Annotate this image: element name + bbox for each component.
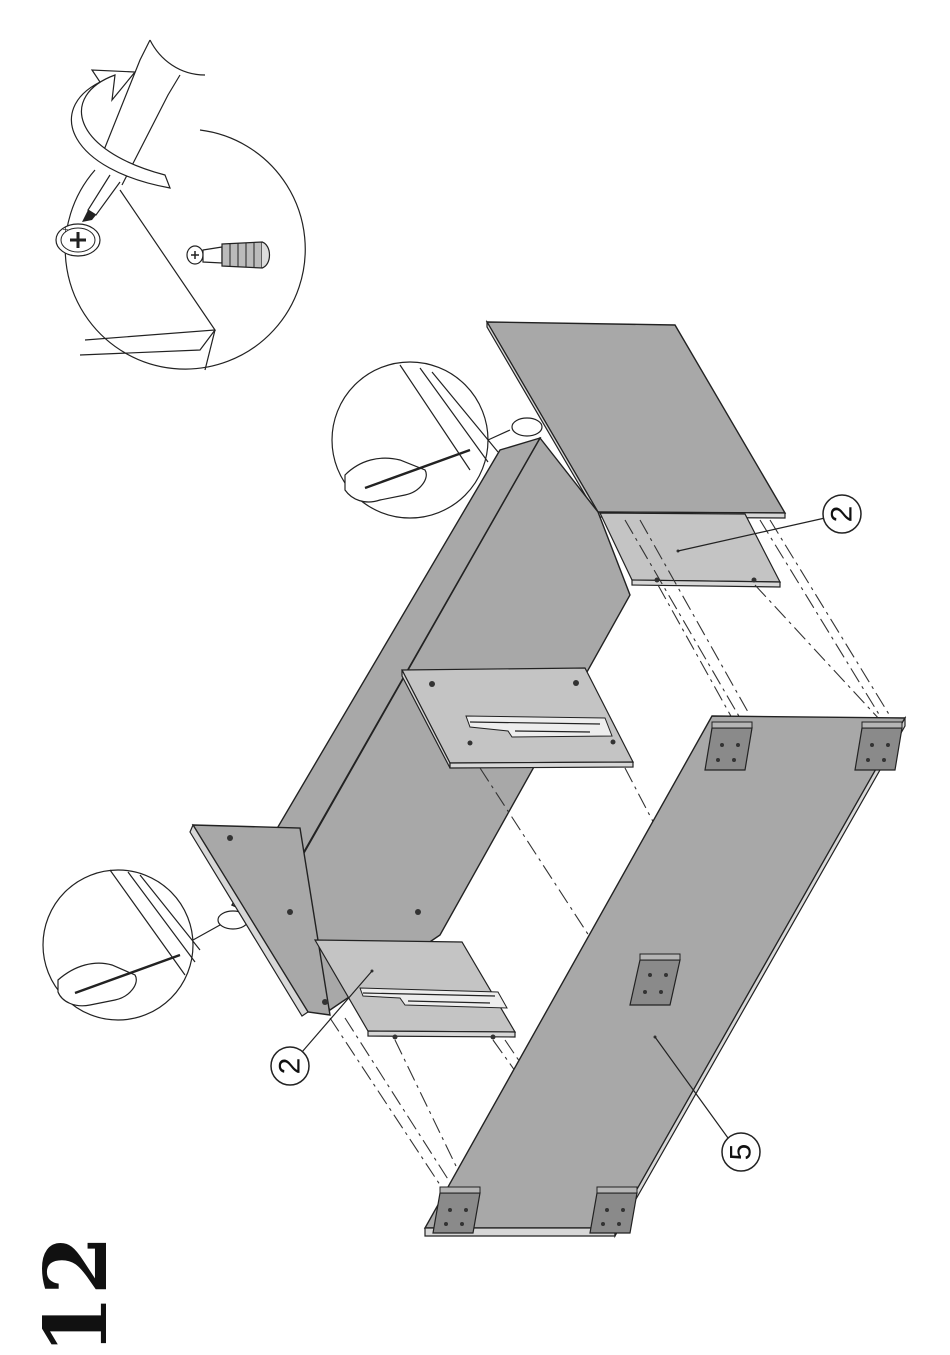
bracket xyxy=(855,722,902,770)
bracket xyxy=(433,1187,480,1233)
bracket xyxy=(705,722,752,770)
callout-label: 5 xyxy=(725,1144,758,1161)
bracket xyxy=(590,1187,637,1233)
callout-label: 2 xyxy=(274,1058,307,1075)
callout-label: 2 xyxy=(826,506,859,523)
step-number: 12 xyxy=(32,1250,122,1340)
svg-text:+: + xyxy=(62,225,69,234)
left-detail xyxy=(43,870,248,1020)
phillips-screw-head-icon: + xyxy=(56,224,100,256)
